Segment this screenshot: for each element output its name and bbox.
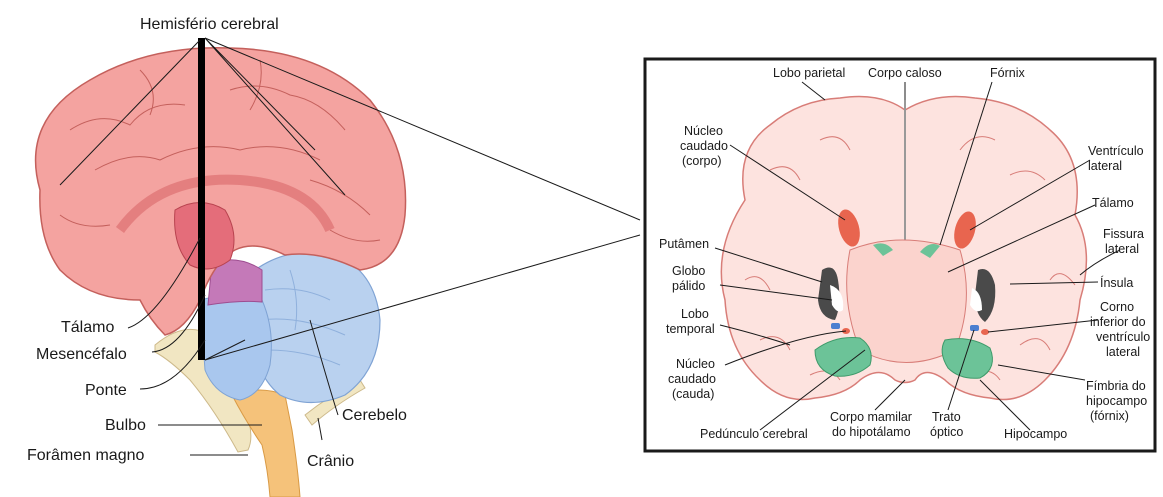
label-trato-2: óptico	[930, 425, 963, 439]
optic-tract-left	[831, 323, 840, 329]
label-fissura-2: lateral	[1105, 242, 1139, 256]
label-cranio: Crânio	[307, 453, 354, 470]
label-corno-1: Corno	[1100, 300, 1134, 314]
label-nucleo-corpo-3: (corpo)	[682, 154, 722, 168]
label-hipocampo: Hipocampo	[1004, 427, 1067, 441]
label-fimbria-1: Fímbria do	[1086, 379, 1146, 393]
label-lobo-parietal: Lobo parietal	[773, 66, 845, 80]
label-corno-4: lateral	[1106, 345, 1140, 359]
optic-tract-right	[970, 325, 979, 331]
section-plane-bar	[198, 38, 205, 360]
label-fimbria-2: hipocampo	[1086, 394, 1147, 408]
label-corno-2: inferior do	[1090, 315, 1146, 329]
label-ponte: Ponte	[85, 382, 127, 399]
label-mesencefalo: Mesencéfalo	[36, 346, 127, 363]
label-cerebelo: Cerebelo	[342, 407, 407, 424]
label-insula: Ínsula	[1100, 275, 1133, 290]
label-nucleo-cauda-3: (cauda)	[672, 387, 714, 401]
label-lobo-temporal-2: temporal	[666, 322, 715, 336]
label-corpo-mamilar-2: do hipotálamo	[832, 425, 911, 439]
label-ventriculo-2: lateral	[1088, 159, 1122, 173]
label-talamo-section: Tálamo	[1092, 196, 1134, 210]
label-trato-1: Trato	[932, 410, 961, 424]
label-bulbo: Bulbo	[105, 417, 146, 434]
label-fornix: Fórnix	[990, 66, 1025, 80]
label-globo-2: pálido	[672, 279, 705, 293]
label-corno-3: ventrículo	[1096, 330, 1150, 344]
label-putamen: Putâmen	[659, 237, 709, 251]
label-nucleo-corpo-1: Núcleo	[684, 124, 723, 138]
label-hemisferio-cerebral: Hemisfério cerebral	[140, 16, 279, 33]
label-corpo-mamilar-1: Corpo mamilar	[830, 410, 912, 424]
label-pedunculo-cerebral: Pedúnculo cerebral	[700, 427, 808, 441]
label-fimbria-3: (fórnix)	[1090, 409, 1129, 423]
label-nucleo-corpo-2: caudado	[680, 139, 728, 153]
label-corpo-caloso: Corpo caloso	[868, 66, 942, 80]
label-fissura-1: Fissura	[1103, 227, 1144, 241]
label-lobo-temporal-1: Lobo	[681, 307, 709, 321]
label-ventriculo-1: Ventrículo	[1088, 144, 1144, 158]
label-globo-1: Globo	[672, 264, 705, 278]
label-nucleo-cauda-1: Núcleo	[676, 357, 715, 371]
label-foramen-magno: Forâmen magno	[27, 447, 144, 464]
label-talamo: Tálamo	[61, 319, 114, 336]
label-nucleo-cauda-2: caudado	[668, 372, 716, 386]
